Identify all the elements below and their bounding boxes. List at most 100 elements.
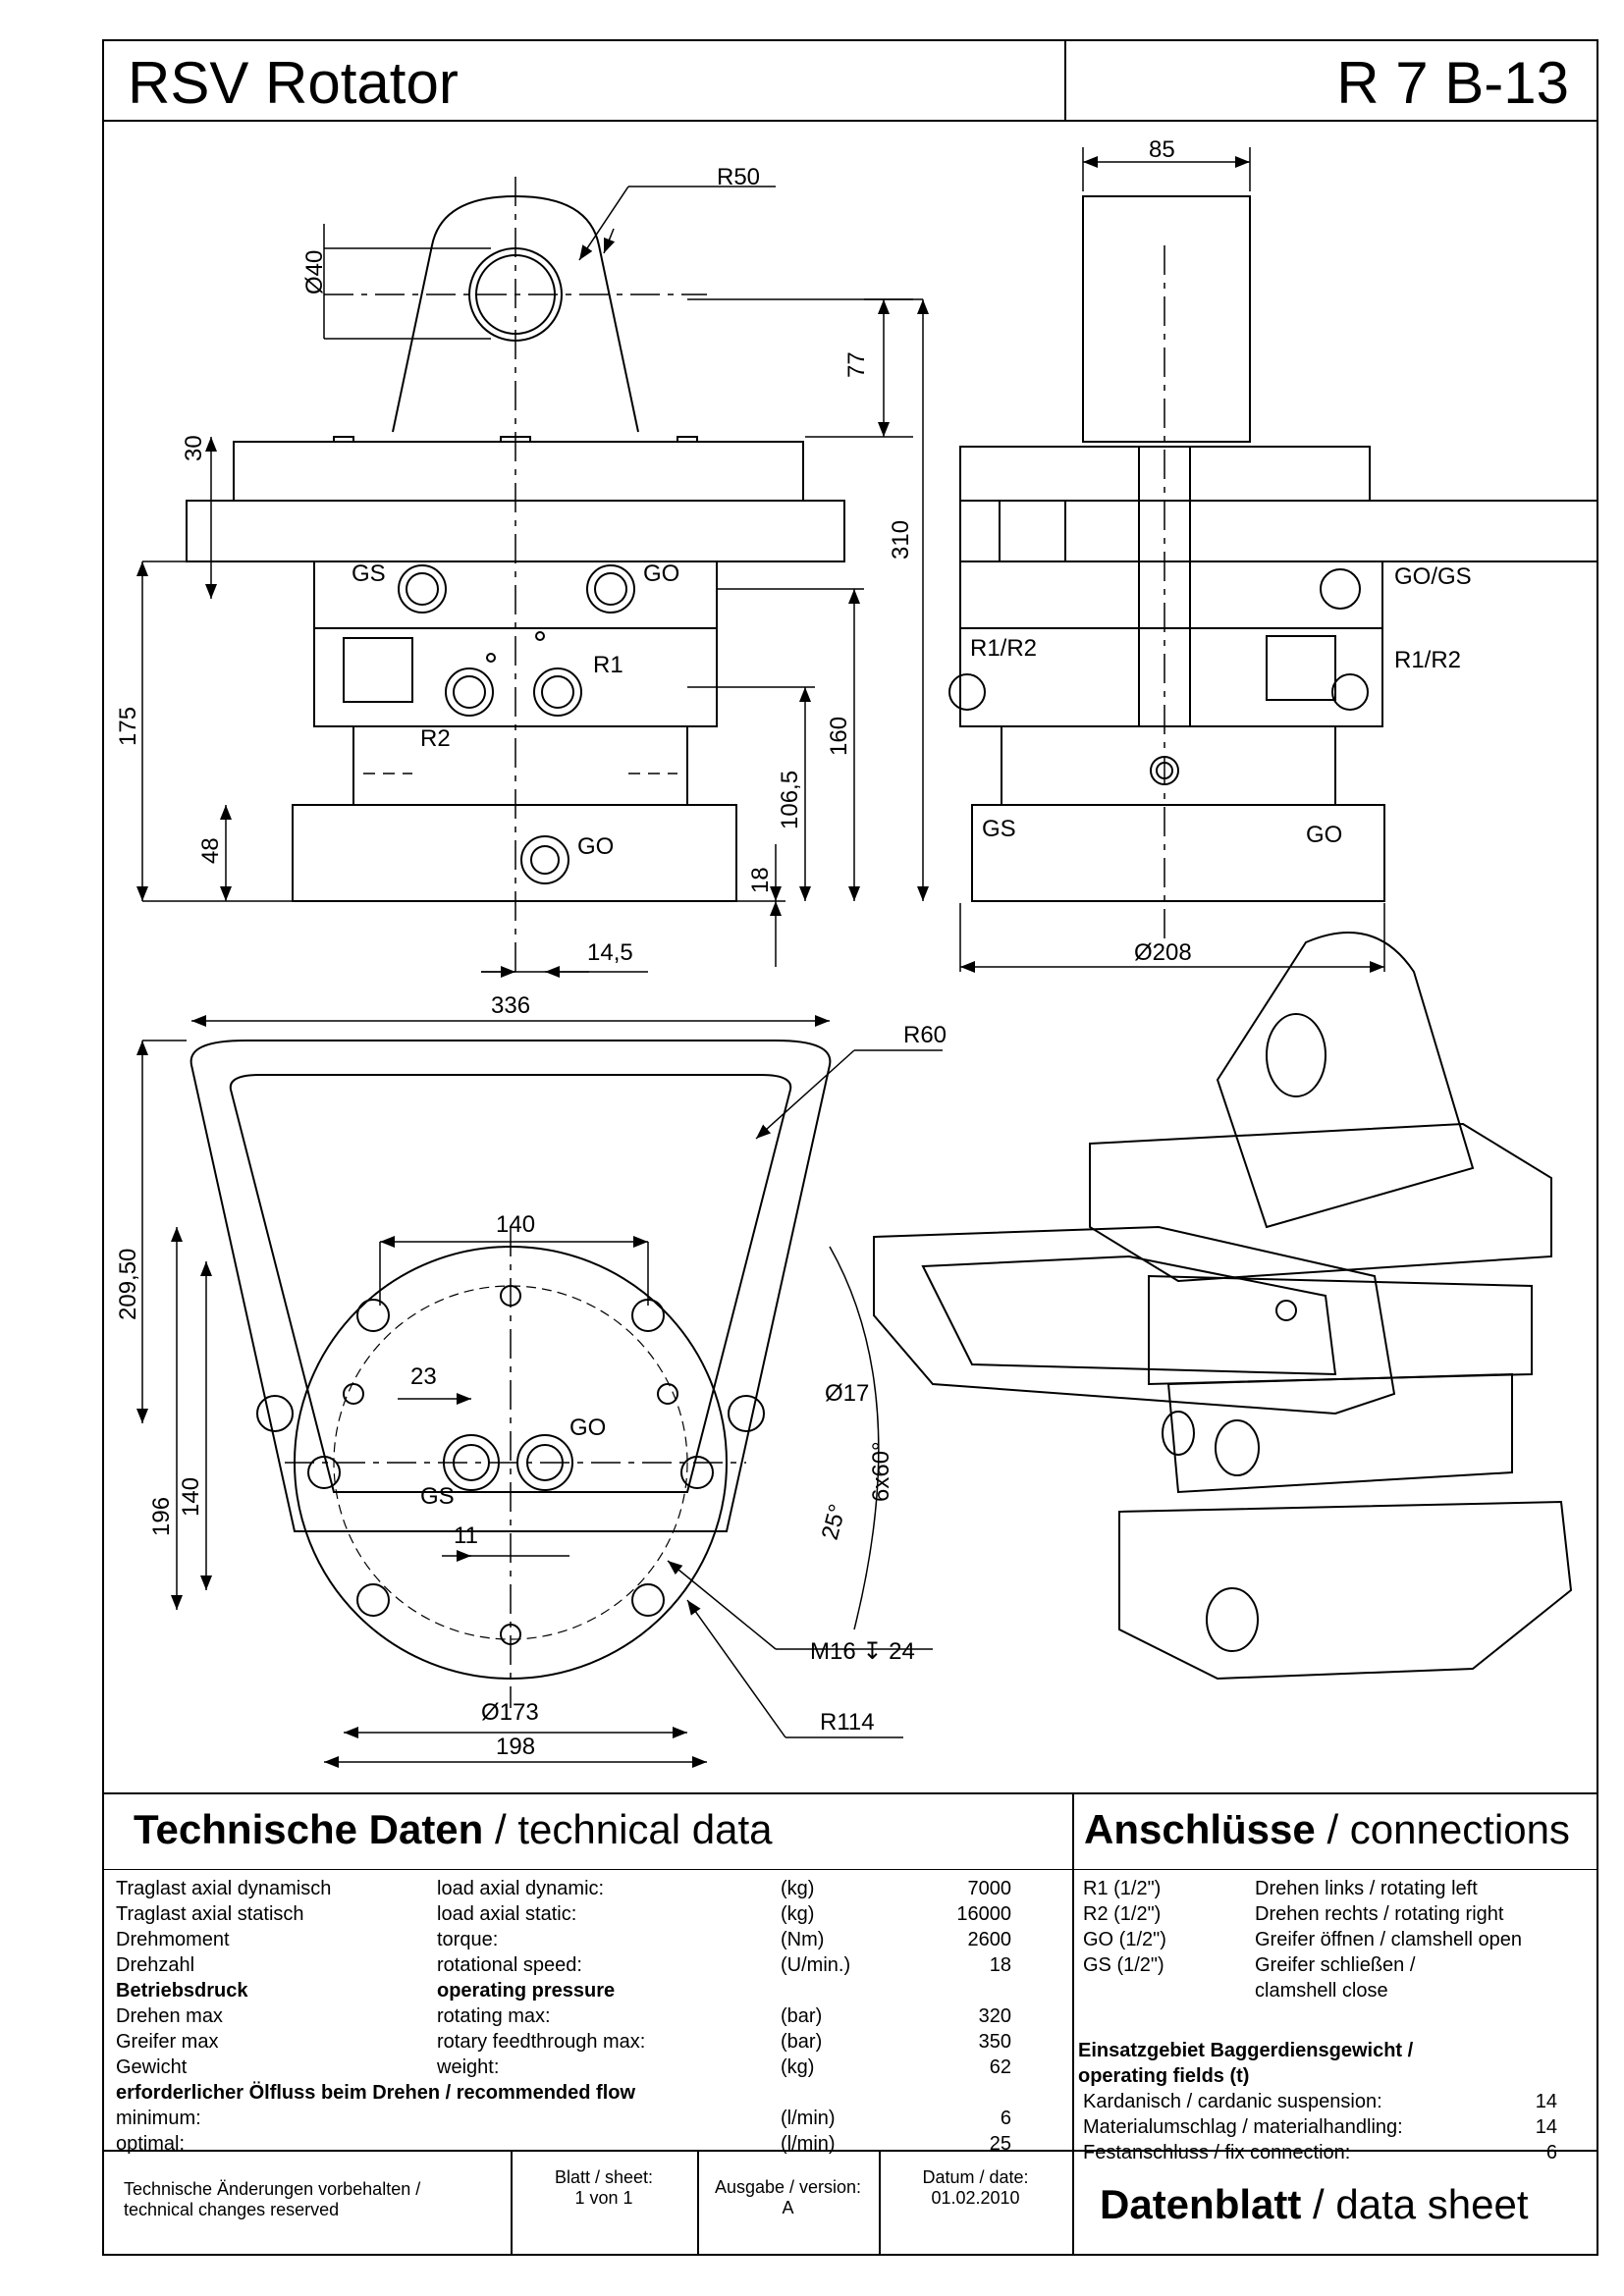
bottom-view [189,1040,832,1708]
isometric-view [873,932,1573,1681]
footer-split-2 [697,2150,699,2256]
port-r2-front: R2 [420,725,451,752]
product-title: RSV Rotator [128,50,459,116]
tech-label-de: Traglast axial statisch [116,1903,304,1925]
dim-175: 175 [115,707,141,746]
tech-unit: (bar) [781,2005,823,2027]
footer-divider [102,2150,1598,2152]
dim-209-50: 209,50 [115,1249,141,1320]
version-cell: Ausgabe / version: A [699,2177,877,2218]
dim-140-top: 140 [496,1211,535,1238]
sheet-cell: Blatt / sheet: 1 von 1 [513,2167,695,2209]
tech-label-en: rotating max: [437,2005,551,2027]
tech-unit: (kg) [781,2056,815,2078]
field-value: 14 [1535,2116,1557,2138]
date-label: Datum / date: [922,2167,1029,2187]
dim-d173: Ø173 [481,1699,539,1726]
data-header-rule [102,1869,1598,1870]
port-r1-front: R1 [593,652,623,678]
conn-port: R1 (1/2") [1083,1878,1162,1899]
flow-label: minimum: [116,2108,201,2129]
conn-desc: Greifer öffnen / clamshell open [1255,1929,1523,1950]
dim-d17: Ø17 [825,1380,869,1407]
port-go-front: GO [643,561,679,587]
side-view [948,195,1598,942]
tech-label-en: weight: [437,2056,500,2078]
dim-r60: R60 [903,1022,947,1048]
datasheet-heading: Datenblatt / data sheet [1100,2181,1529,2228]
data-split [1072,1792,1074,2150]
dim-77: 77 [843,351,870,378]
sheet-label: Blatt / sheet: [554,2167,654,2187]
field-label: Kardanisch / cardanic suspension: [1083,2091,1382,2112]
tech-unit: (U/min.) [781,1954,851,1976]
date-value: 01.02.2010 [931,2188,1020,2208]
tech-label-de: Traglast axial dynamisch [116,1878,332,1899]
technical-drawing: R50 Ø40 77 30 310 175 160 106,5 48 18 14… [115,136,1598,1768]
flow-heading: erforderlicher Ölfluss beim Drehen / rec… [116,2082,636,2104]
datasheet-de: Datenblatt [1100,2181,1302,2227]
front-view [186,177,845,977]
technical-heading-en: / technical data [495,1806,773,1852]
tech-label-en: torque: [437,1929,499,1950]
datasheet-en: / data sheet [1313,2181,1529,2227]
dim-r114: R114 [820,1709,875,1735]
technical-data-heading: Technische Daten / technical data [134,1806,773,1853]
dim-r50: R50 [717,164,760,190]
port-go-side: GO [1306,822,1342,848]
conn-desc: Drehen links / rotating left [1255,1878,1478,1899]
tech-label-en: load axial dynamic: [437,1878,605,1899]
dim-140-left: 140 [178,1477,204,1517]
flow-label: optimal: [116,2133,186,2155]
fields-heading-2: operating fields (t) [1078,2065,1250,2087]
tech-value: 62 [989,2056,1011,2078]
tech-label-de: Drehzahl [116,1954,195,1976]
conn-desc: Greifer schließen / [1255,1954,1416,1976]
dim-48: 48 [197,837,224,864]
date-cell: Datum / date: 01.02.2010 [881,2167,1070,2209]
conn-port: GS (1/2") [1083,1954,1164,1976]
dim-25deg: 25° [817,1502,851,1543]
tech-label-de: Gewicht [116,2056,188,2078]
footer-split-4 [1072,2150,1074,2256]
conn-port: GO (1/2") [1083,1929,1166,1950]
dim-310: 310 [888,520,914,560]
tech-value: 18 [989,1954,1011,1976]
tech-label-en: operating pressure [437,1980,616,2002]
conn-desc: Drehen rechts / rotating right [1255,1903,1504,1925]
port-gs-side: GS [982,816,1016,842]
dim-336: 336 [491,992,530,1019]
port-r1-r2-right: R1/R2 [1394,647,1461,673]
tech-value: 7000 [967,1878,1012,1899]
dim-85: 85 [1149,136,1175,163]
tech-label-en: rotational speed: [437,1954,582,1976]
conn-desc: clamshell close [1255,1980,1388,2002]
port-go-bottom: GO [577,833,614,860]
port-go-gs: GO/GS [1394,563,1472,590]
changes-line-1: Technische Änderungen vorbehalten / [124,2179,421,2199]
flow-value: 6 [1000,2108,1011,2129]
title-divider [102,120,1598,122]
tech-unit: (kg) [781,1878,815,1899]
tech-unit: (bar) [781,2031,823,2053]
version-value: A [782,2198,794,2217]
tech-value: 16000 [956,1903,1011,1925]
title-split [1064,39,1066,120]
port-go-bottom-view: GO [569,1415,606,1441]
field-label: Materialumschlag / materialhandling: [1083,2116,1403,2138]
field-value: 6 [1545,2142,1557,2163]
data-divider [102,1792,1598,1794]
field-value: 14 [1535,2091,1557,2112]
dim-d208: Ø208 [1134,939,1192,966]
dim-6x60: 6x60° [868,1441,894,1502]
tech-value: 320 [978,2005,1011,2027]
connections-heading: Anschlüsse / connections [1084,1806,1570,1853]
dim-14-5: 14,5 [587,939,633,966]
port-gs-bottom-view: GS [420,1483,455,1510]
tech-label-de: Greifer max [116,2031,219,2053]
dim-23: 23 [410,1363,437,1390]
dim-m16: M16 ↧ 24 [810,1638,915,1665]
tech-value: 350 [978,2031,1011,2053]
connections-heading-de: Anschlüsse [1084,1806,1316,1852]
flow-unit: (l/min) [781,2108,836,2129]
